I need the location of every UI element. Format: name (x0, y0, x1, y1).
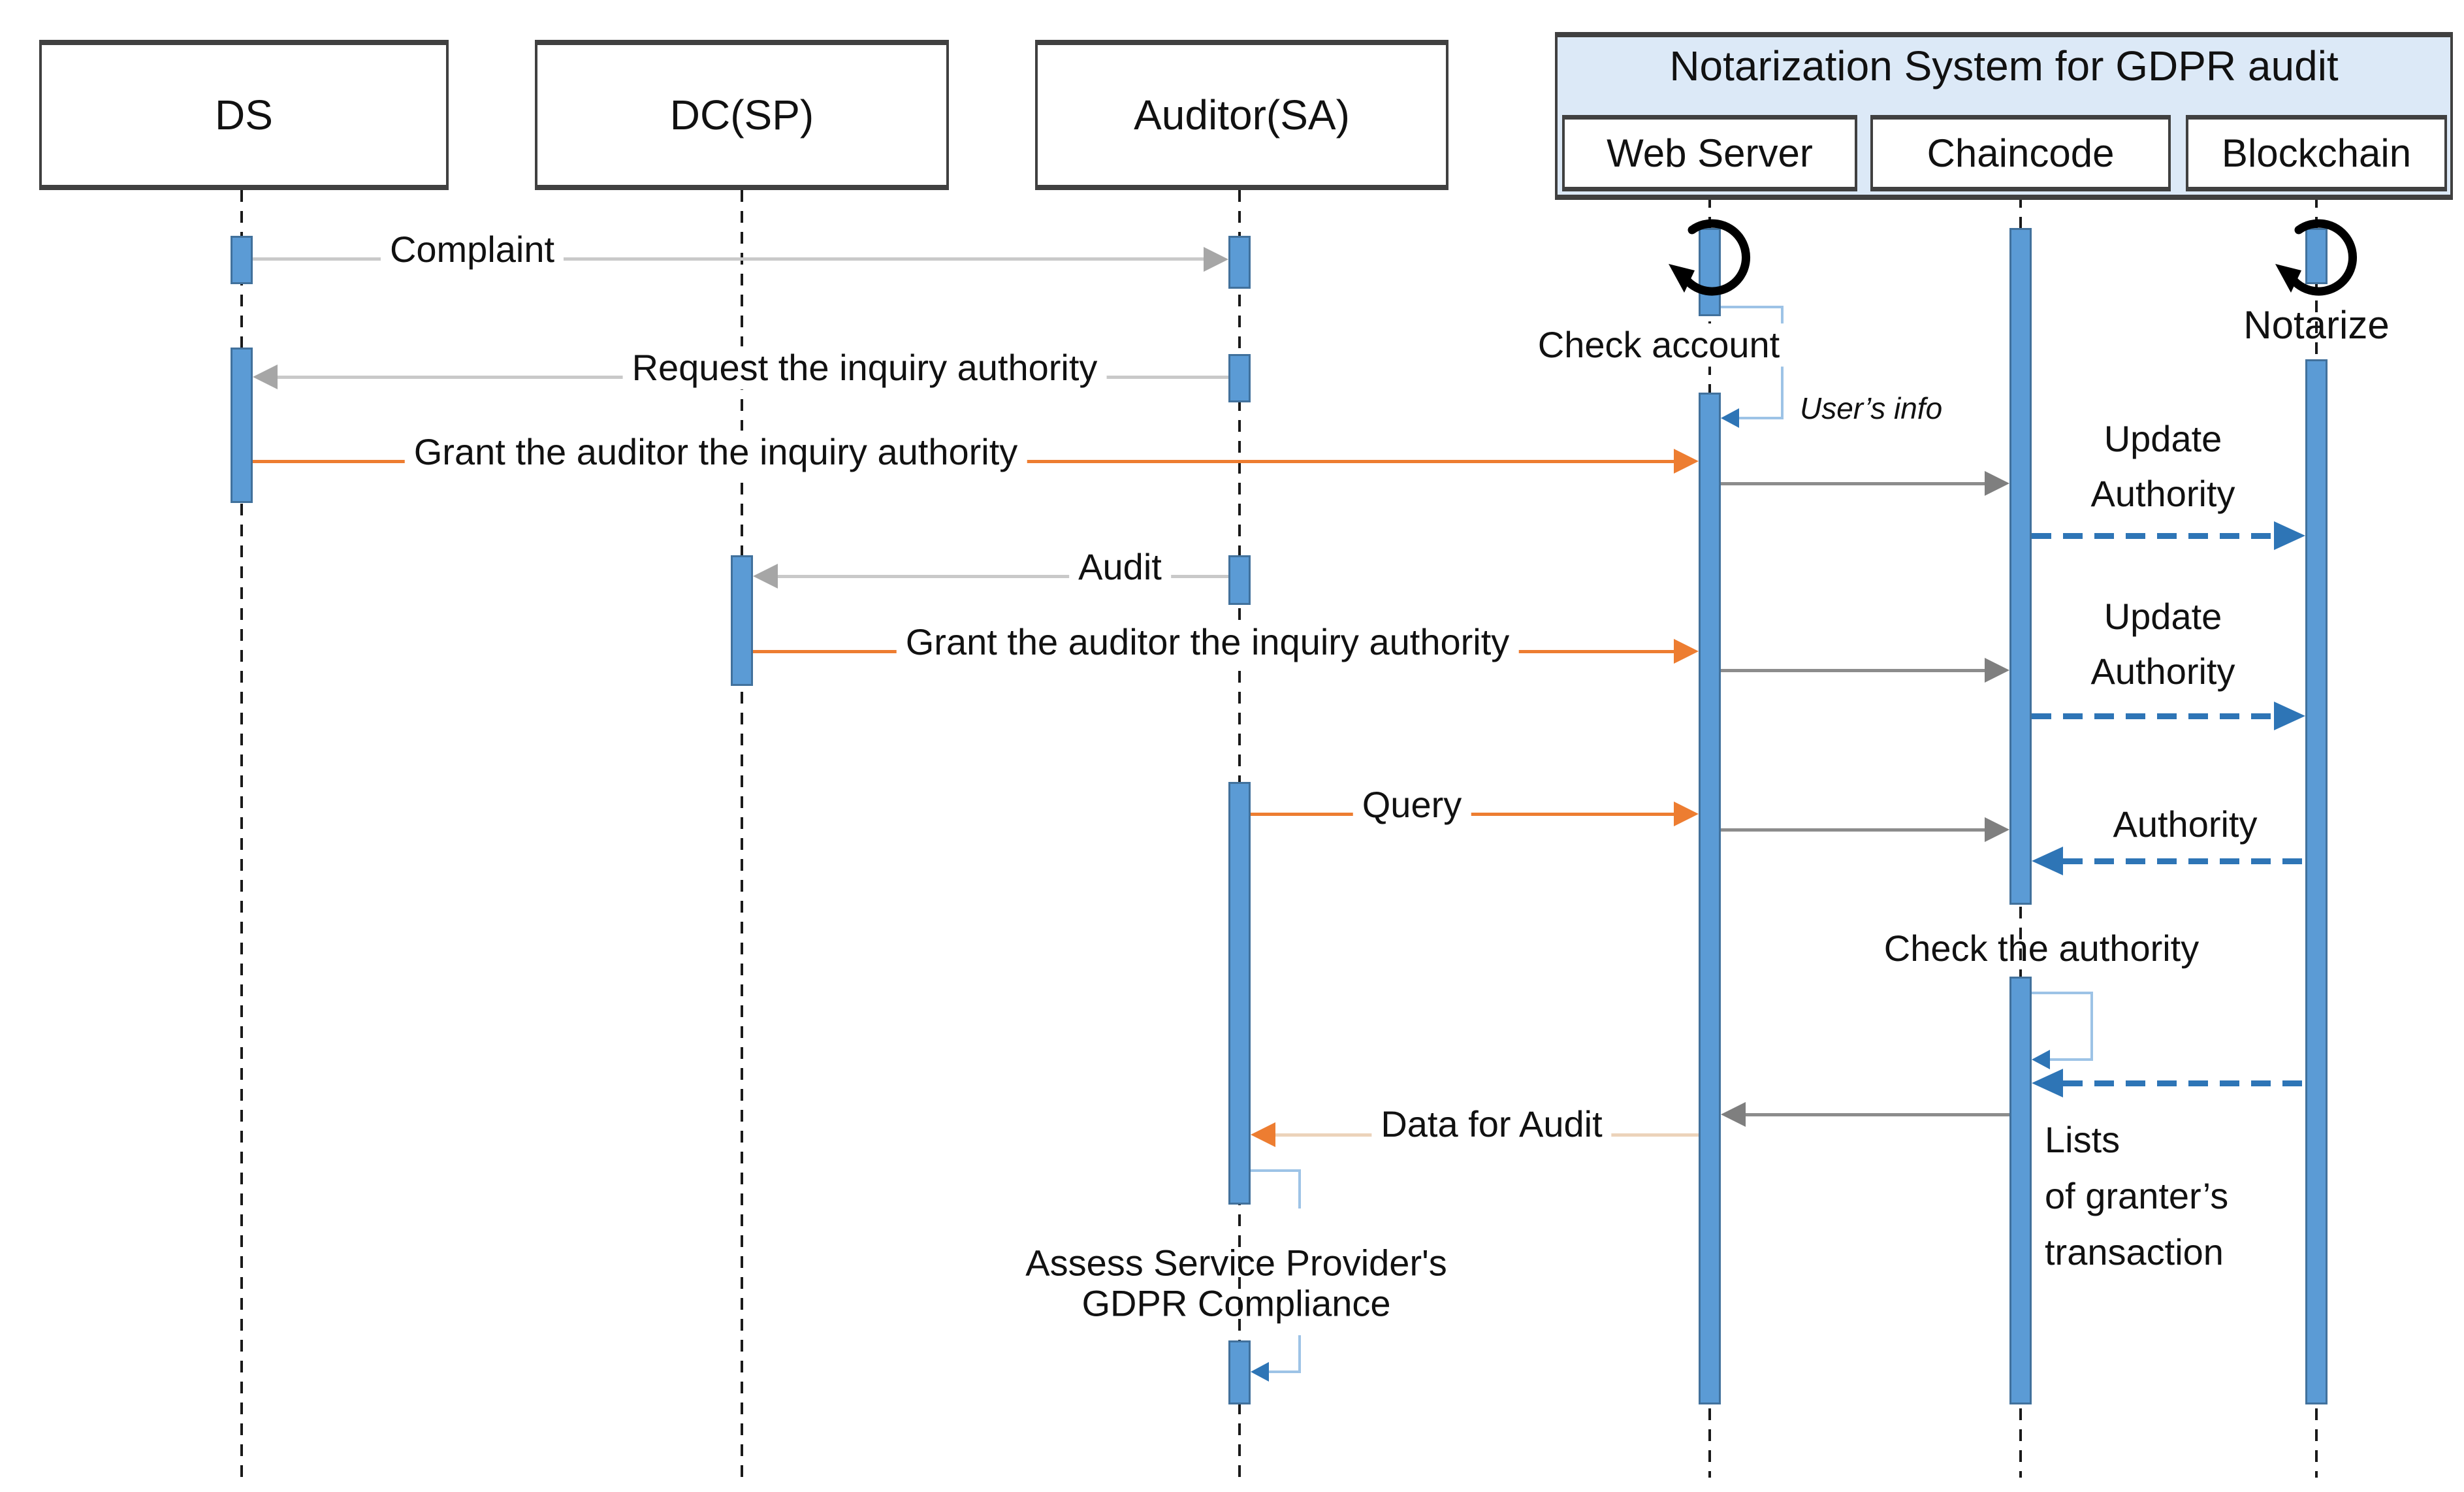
component-box-web-server: Web Server (1562, 115, 1857, 191)
bc-to-cc-arrowhead-2 (2032, 1069, 2063, 1097)
check-authority-selfcall-bottom (2050, 1058, 2093, 1061)
activation-web-server-1 (1699, 228, 1721, 316)
grant-inquiry-dc-label: Grant the auditor the inquiry authority (896, 621, 1519, 664)
check-account-selfcall-top (1721, 306, 1784, 308)
actor-label-ds: DS (215, 91, 273, 138)
lists-note-line3: transaction (2045, 1231, 2224, 1273)
assess-selfcall-side-lower (1298, 1335, 1301, 1373)
check-account-label: Check account (1528, 323, 1789, 366)
component-label-web-server: Web Server (1607, 131, 1813, 175)
check-authority-selfcall-side (2090, 992, 2093, 1061)
check-authority-label: Check the authority (1883, 928, 2200, 969)
complaint-label: Complaint (380, 228, 564, 271)
update-authority-1-line2: Authority (2090, 473, 2235, 515)
complaint-line (253, 257, 1204, 261)
component-label-chaincode: Chaincode (1927, 131, 2115, 175)
data-for-audit-label: Data for Audit (1371, 1103, 1612, 1146)
system-title: Notarization System for GDPR audit (1669, 42, 2339, 89)
lifeline-dc (741, 190, 743, 1478)
activation-chaincode-1 (2009, 228, 2032, 905)
cc-to-ws-arrowhead (1721, 1102, 1746, 1127)
data-for-audit-arrowhead (1251, 1122, 1275, 1147)
activation-auditor-4 (1228, 782, 1251, 1205)
loop-icon-blockchain (2275, 219, 2358, 296)
activation-dc-1 (731, 555, 753, 686)
actor-box-ds: DS (39, 40, 449, 190)
check-authority-selfcall-top (2032, 992, 2093, 994)
lists-note-line2: of granter’s (2045, 1175, 2229, 1216)
activation-auditor-1 (1228, 236, 1251, 289)
update-authority-1-arrowhead (2274, 521, 2305, 550)
grant-inquiry-ds-label: Grant the auditor the inquiry authority (404, 430, 1027, 474)
loop-icon-web-server (1669, 219, 1751, 296)
notarize-label: Notarize (2243, 303, 2390, 347)
ws-to-cc-arrowhead-1 (1985, 471, 2009, 496)
assess-selfcall-arrowhead (1251, 1362, 1269, 1382)
bc-to-cc-line-2 (2063, 1080, 2305, 1086)
activation-chaincode-2 (2009, 977, 2032, 1404)
ws-to-cc-line-1 (1721, 482, 1985, 485)
request-inquiry-label: Request the inquiry authority (622, 346, 1107, 389)
activation-ds-1 (231, 236, 253, 284)
cc-to-ws-line (1746, 1113, 2009, 1116)
update-authority-2-line1: Update (2104, 596, 2222, 638)
actor-label-auditor: Auditor(SA) (1134, 91, 1350, 138)
component-box-blockchain: Blockchain (2186, 115, 2447, 191)
activation-ds-2 (231, 348, 253, 503)
authority-return-arrowhead (2032, 847, 2063, 875)
update-authority-1-line (2032, 533, 2274, 539)
activation-blockchain-2 (2305, 359, 2328, 1404)
actor-box-dc: DC(SP) (535, 40, 949, 190)
activation-auditor-2 (1228, 354, 1251, 402)
query-arrowhead (1674, 802, 1699, 826)
users-info-label: User’s info (1800, 391, 1943, 425)
check-account-selfcall-bottom (1739, 417, 1784, 419)
assess-selfcall-top (1251, 1169, 1301, 1172)
activation-web-server-2 (1699, 393, 1721, 1404)
actor-box-auditor: Auditor(SA) (1035, 40, 1448, 190)
component-label-blockchain: Blockchain (2221, 131, 2412, 175)
ws-to-cc-line-2 (1721, 669, 1985, 672)
authority-return-line (2063, 858, 2305, 864)
ws-to-cc-line-3 (1721, 828, 1985, 832)
ws-to-cc-arrowhead-3 (1985, 817, 2009, 842)
activation-auditor-3 (1228, 555, 1251, 605)
assess-selfcall-bottom (1268, 1370, 1301, 1373)
audit-label: Audit (1069, 545, 1171, 589)
check-account-selfcall-arrowhead (1721, 408, 1739, 428)
update-authority-2-line2: Authority (2090, 651, 2235, 692)
query-label: Query (1352, 783, 1471, 826)
lists-note-line1: Lists (2045, 1119, 2120, 1160)
activation-auditor-5 (1228, 1340, 1251, 1404)
complaint-arrowhead (1204, 247, 1228, 272)
assess-label-line1: Assess Service Provider's (1025, 1242, 1447, 1284)
ws-to-cc-arrowhead-2 (1985, 658, 2009, 683)
update-authority-1-line1: Update (2104, 418, 2222, 460)
audit-arrowhead (753, 564, 778, 589)
audit-line (778, 575, 1228, 578)
assess-label: Assess Service Provider's GDPR Complianc… (1025, 1242, 1447, 1323)
request-inquiry-arrowhead (253, 365, 278, 389)
activation-blockchain-1 (2305, 228, 2328, 284)
lists-note: Lists of granter’s transaction (2045, 1112, 2228, 1280)
check-authority-selfcall-arrowhead (2032, 1050, 2050, 1069)
update-authority-2-line (2032, 713, 2274, 719)
assess-selfcall-side-upper (1298, 1169, 1301, 1208)
grant-inquiry-dc-arrowhead (1674, 639, 1699, 664)
component-box-chaincode: Chaincode (1870, 115, 2171, 191)
assess-label-line2: GDPR Compliance (1081, 1282, 1391, 1323)
lifeline-ds (240, 190, 243, 1478)
actor-label-dc: DC(SP) (669, 91, 814, 138)
update-authority-2-arrowhead (2274, 702, 2305, 730)
authority-return-label: Authority (2113, 803, 2258, 845)
grant-inquiry-ds-arrowhead (1674, 449, 1699, 474)
